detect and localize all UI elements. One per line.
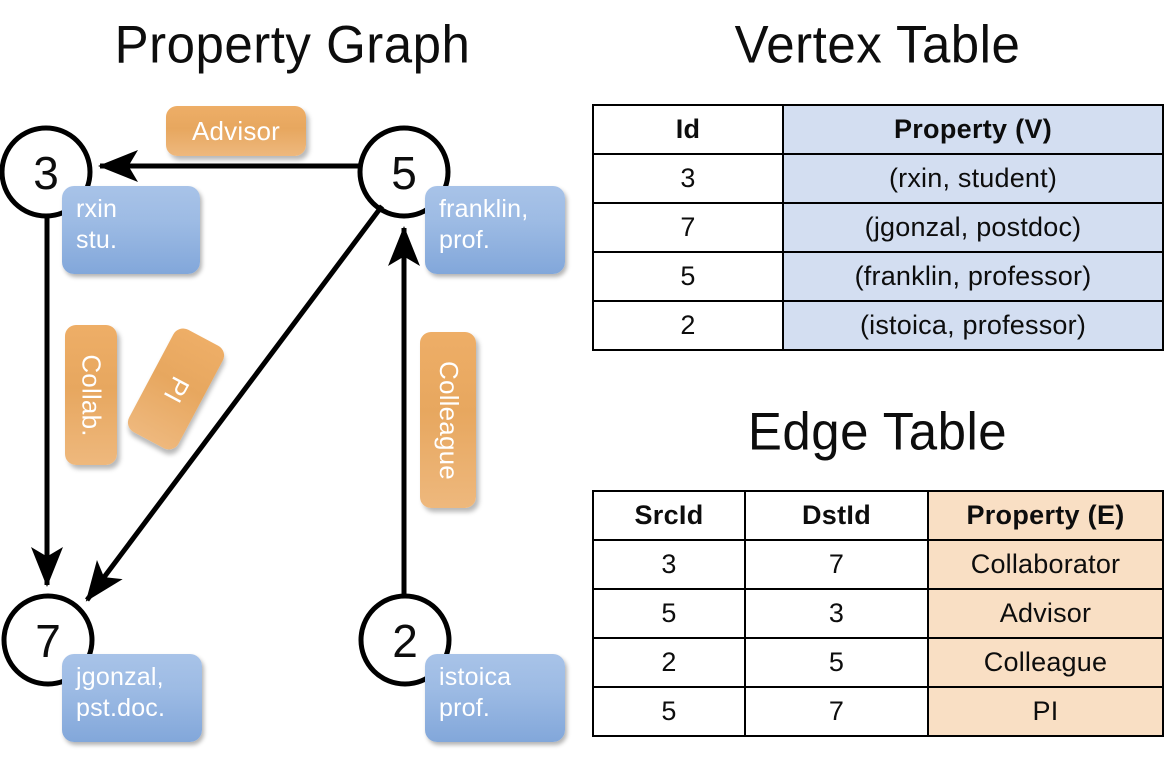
- vertex-table-header-property: Property (V): [782, 104, 1164, 155]
- edge-cell-srcid: 2: [592, 637, 746, 688]
- vertex-property-bubble-3-line1: rxin: [76, 195, 118, 223]
- edge-table-header-srcid: SrcId: [592, 490, 746, 541]
- vertex-table-header-row: Id Property (V): [592, 104, 1164, 155]
- edge-table-header-dstid: DstId: [744, 490, 929, 541]
- vertex-cell-property: (istoica, professor): [782, 300, 1164, 351]
- vertex-table: Id Property (V) 3 (rxin, student) 7 (jgo…: [592, 104, 1164, 351]
- table-row: 3 (rxin, student): [592, 153, 1164, 204]
- vertex-property-bubble-5: franklin, prof.: [425, 186, 565, 274]
- table-row: 5 7 PI: [592, 686, 1164, 737]
- vertex-property-bubble-7-line1: jgonzal,: [76, 663, 164, 691]
- vertex-label-3: 3: [33, 147, 59, 199]
- property-graph-panel: Property Graph 3 5 7 2 rxin stu. frankli…: [0, 14, 565, 742]
- vertex-property-bubble-7: jgonzal, pst.doc.: [62, 654, 202, 742]
- table-row: 7 (jgonzal, postdoc): [592, 202, 1164, 253]
- page-title-vertex-table: Vertex Table: [734, 14, 1021, 75]
- edge-label-colleague: Colleague: [420, 332, 476, 508]
- edge-label-pi-text: PI: [157, 371, 196, 408]
- edge-cell-property: PI: [927, 686, 1164, 737]
- vertex-cell-id: 2: [592, 300, 784, 351]
- edge-cell-dstid: 3: [744, 588, 929, 639]
- edge-cell-property: Advisor: [927, 588, 1164, 639]
- table-row: 3 7 Collaborator: [592, 539, 1164, 590]
- edge-cell-dstid: 5: [744, 637, 929, 688]
- vertex-property-bubble-7-line2: pst.doc.: [76, 694, 166, 722]
- vertex-cell-property: (franklin, professor): [782, 251, 1164, 302]
- table-row: 2 5 Colleague: [592, 637, 1164, 688]
- edge-cell-dstid: 7: [744, 539, 929, 590]
- edge-label-collab: Collab.: [65, 325, 117, 465]
- table-row: 2 (istoica, professor): [592, 300, 1164, 351]
- vertex-cell-id: 7: [592, 202, 784, 253]
- page-title-edge-table: Edge Table: [747, 401, 1008, 462]
- vertex-property-bubble-2: istoica prof.: [425, 654, 565, 742]
- edge-cell-property: Colleague: [927, 637, 1164, 688]
- vertex-property-bubble-2-line2: prof.: [439, 694, 491, 722]
- vertex-property-bubble-3: rxin stu.: [62, 186, 200, 274]
- vertex-cell-id: 5: [592, 251, 784, 302]
- edge-label-colleague-text: Colleague: [433, 360, 464, 480]
- vertex-property-bubble-2-line1: istoica: [439, 663, 512, 691]
- edge-cell-property: Collaborator: [927, 539, 1164, 590]
- vertex-cell-id: 3: [592, 153, 784, 204]
- edge-5-to-7: [84, 204, 385, 602]
- edge-label-collab-text: Collab.: [76, 353, 107, 437]
- page-title-property-graph: Property Graph: [114, 14, 471, 75]
- vertex-label-7: 7: [35, 615, 61, 667]
- edge-label-advisor: Advisor: [166, 106, 306, 156]
- vertex-property-bubble-5-line2: prof.: [439, 226, 491, 254]
- vertex-cell-property: (rxin, student): [782, 153, 1164, 204]
- edge-cell-srcid: 5: [592, 686, 746, 737]
- edge-table: SrcId DstId Property (E) 3 7 Collaborato…: [592, 490, 1164, 737]
- vertex-label-2: 2: [392, 615, 418, 667]
- edge-cell-srcid: 3: [592, 539, 746, 590]
- edge-cell-srcid: 5: [592, 588, 746, 639]
- edge-label-advisor-text: Advisor: [191, 115, 281, 146]
- edge-table-header-row: SrcId DstId Property (E): [592, 490, 1164, 541]
- vertex-property-bubble-3-line2: stu.: [76, 226, 118, 254]
- vertex-table-header-id: Id: [592, 104, 784, 155]
- table-row: 5 (franklin, professor): [592, 251, 1164, 302]
- edge-cell-dstid: 7: [744, 686, 929, 737]
- edge-table-header-property: Property (E): [927, 490, 1164, 541]
- table-row: 5 3 Advisor: [592, 588, 1164, 639]
- vertex-cell-property: (jgonzal, postdoc): [782, 202, 1164, 253]
- vertex-property-bubble-5-line1: franklin,: [439, 195, 529, 223]
- vertex-label-5: 5: [391, 147, 417, 199]
